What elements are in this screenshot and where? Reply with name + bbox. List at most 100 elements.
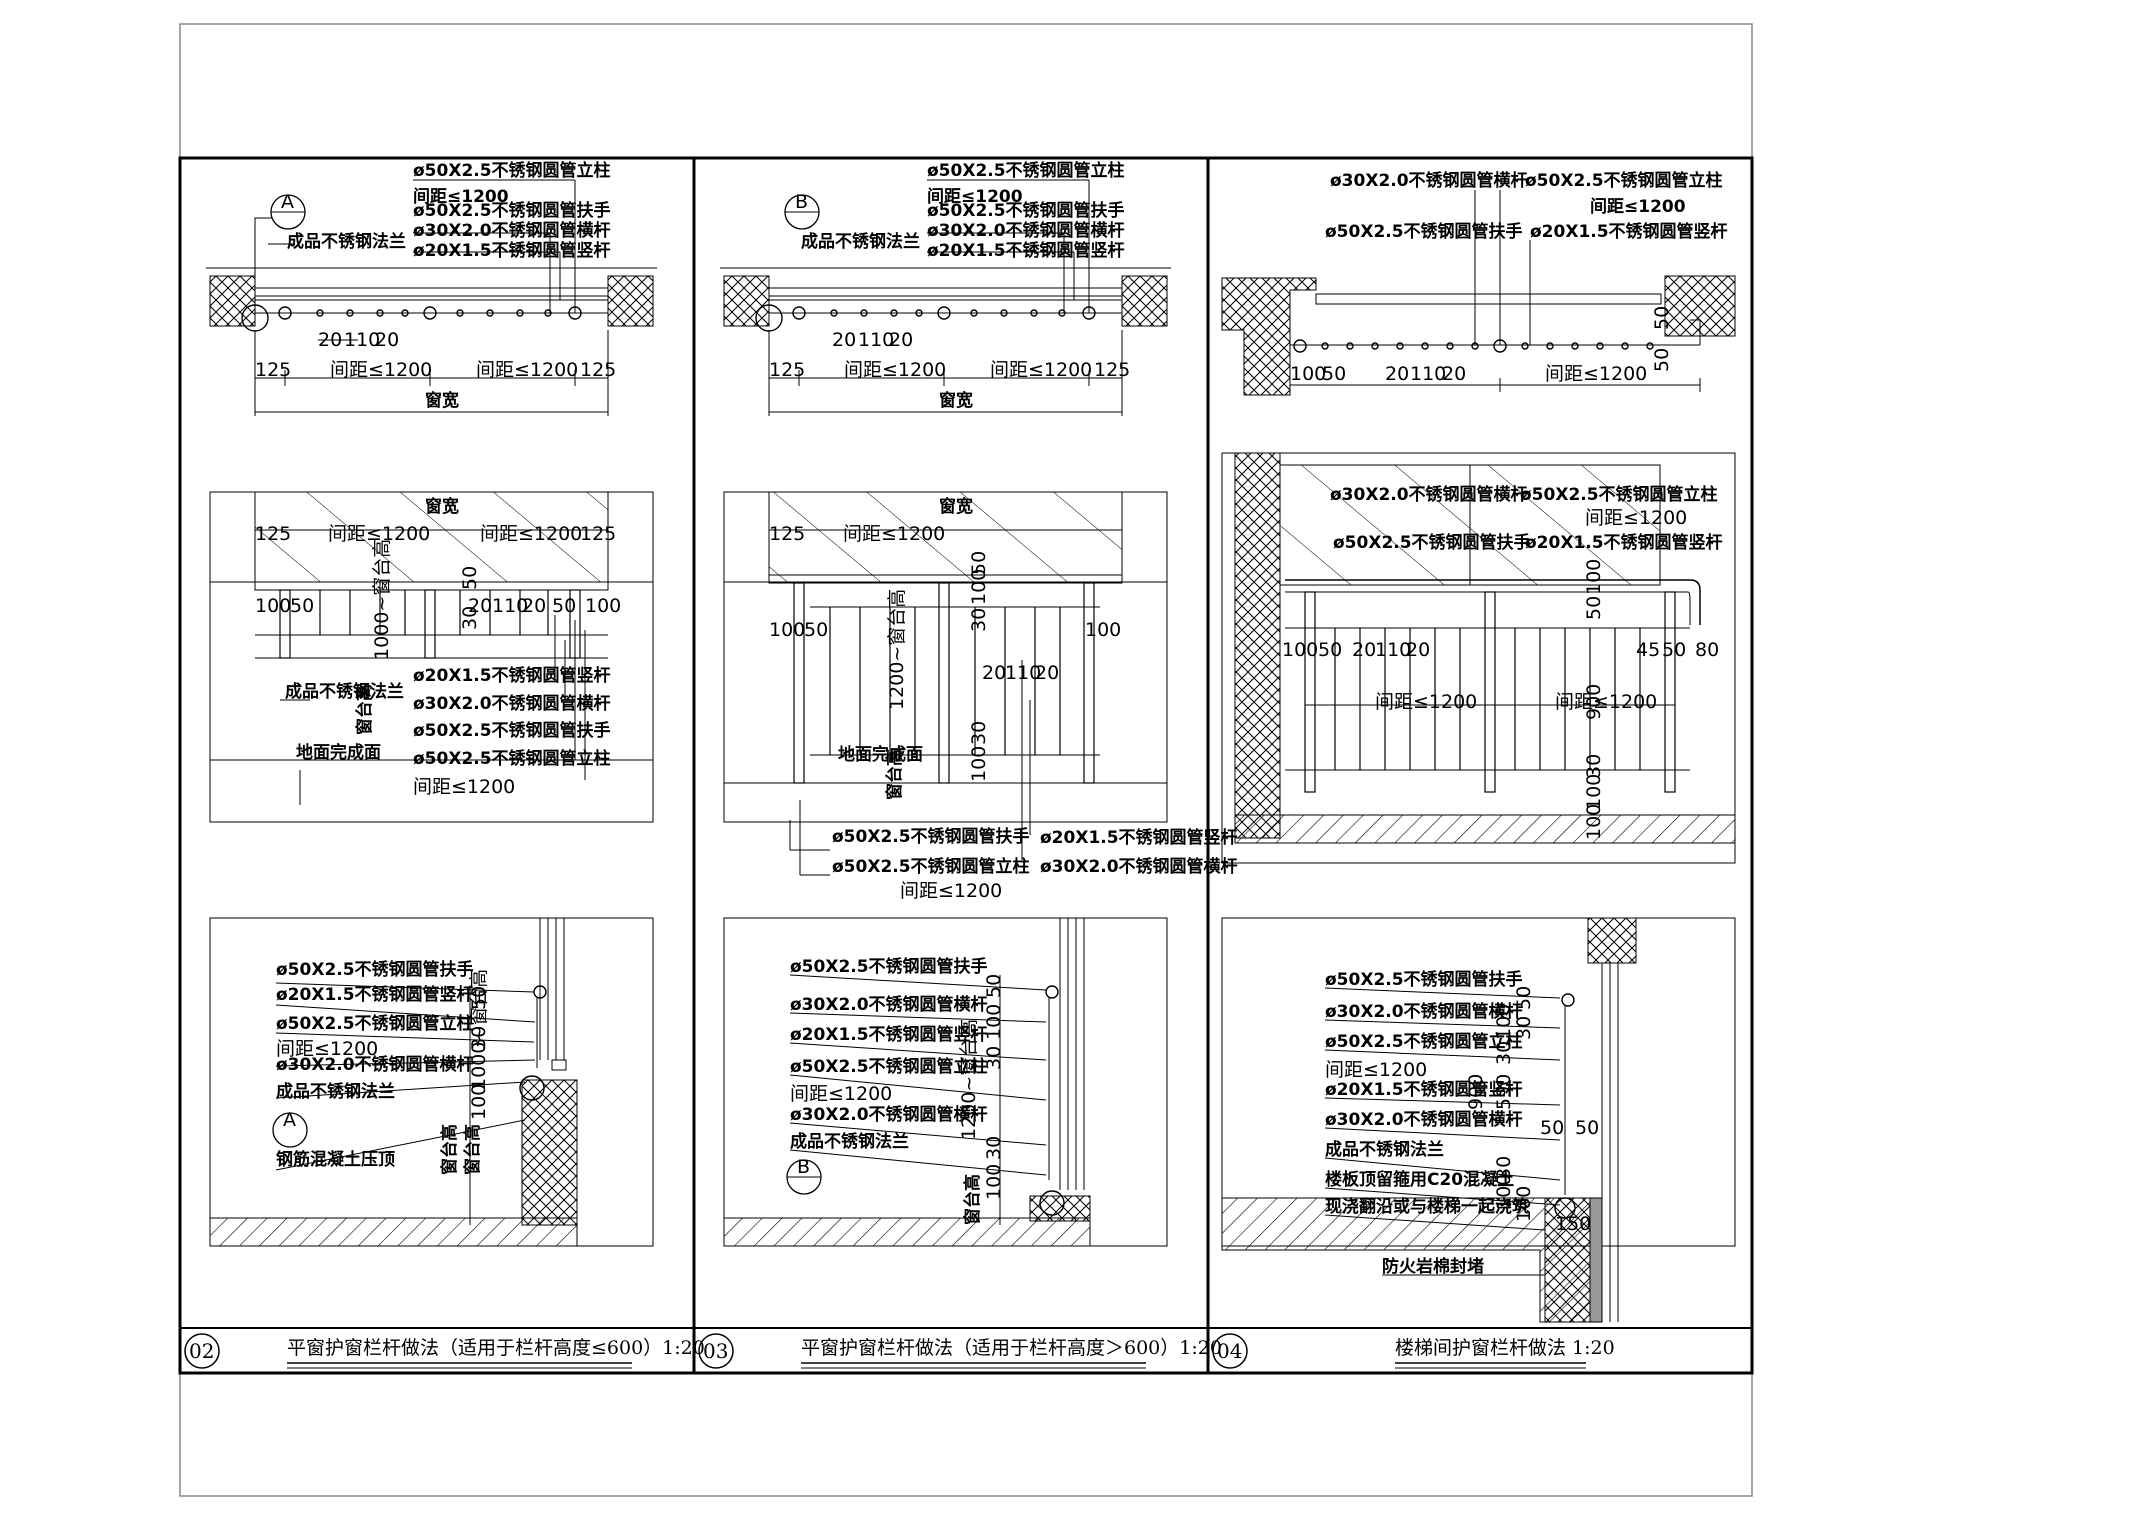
panel-02: A ø50X2.5不锈钢圆管立柱 间距≤1200 ø50X2.5不锈钢圆管扶手 … bbox=[184, 160, 705, 1369]
elev-dim: 110 bbox=[492, 595, 528, 617]
elev-dim: 50 bbox=[1318, 639, 1342, 661]
elev-label: ø20X1.5不锈钢圆管竖杆 bbox=[1525, 532, 1723, 553]
panel-04-plan: ø30X2.0不锈钢圆管横杆 ø50X2.5不锈钢圆管立柱 间距≤1200 ø5… bbox=[1221, 170, 1736, 396]
elev-dim: 110 bbox=[1375, 639, 1411, 661]
elev-label: ø30X2.0不锈钢圆管横杆 bbox=[413, 693, 611, 714]
section-label: ø50X2.5不锈钢圆管扶手 bbox=[790, 956, 988, 977]
plan-dim: 20 bbox=[318, 329, 342, 351]
elev-dim: 30 bbox=[968, 608, 990, 632]
elev-dim: 125 bbox=[580, 523, 616, 545]
plan-dim: 20 bbox=[1442, 363, 1466, 385]
elev-label: ø50X2.5不锈钢圆管立柱 bbox=[832, 856, 1030, 877]
elev-dim: 100 bbox=[1282, 639, 1318, 661]
plan-label: ø50X2.5不锈钢圆管扶手 bbox=[927, 200, 1125, 221]
drawing-frame bbox=[178, 156, 1754, 1375]
panel-04: ø30X2.0不锈钢圆管横杆 ø50X2.5不锈钢圆管立柱 间距≤1200 ø5… bbox=[1212, 170, 1736, 1369]
section-dim: 窗台高 bbox=[462, 1124, 483, 1175]
section-label: ø20X1.5不锈钢圆管竖杆 bbox=[1325, 1079, 1523, 1100]
elev-dim: 20 bbox=[1035, 662, 1059, 684]
plan-dim: 20 bbox=[375, 329, 399, 351]
plan-label: ø50X2.5不锈钢圆管立柱 bbox=[927, 160, 1125, 181]
plan-dim: 窗宽 bbox=[425, 390, 459, 411]
elev-label: ø30X2.0不锈钢圆管横杆 bbox=[1330, 484, 1528, 505]
elev-dim: 100 bbox=[1583, 804, 1605, 840]
section-label: ø50X2.5不锈钢圆管扶手 bbox=[1325, 969, 1523, 990]
section-label: ø30X2.0不锈钢圆管横杆 bbox=[1325, 1001, 1523, 1022]
section-dim: 100 bbox=[983, 1004, 1005, 1040]
plan-dim: 间距≤1200 bbox=[990, 359, 1092, 381]
section-label: ø30X2.0不锈钢圆管横杆 bbox=[790, 1104, 988, 1125]
plan-dim: 110 bbox=[858, 329, 894, 351]
plan-label: ø20X1.5不锈钢圆管竖杆 bbox=[927, 240, 1125, 261]
section-label: 现浇翻沿或与楼梯一起浇筑 bbox=[1325, 1196, 1529, 1217]
section-dim: 30 bbox=[468, 1026, 490, 1050]
plan-label: ø30X2.0不锈钢圆管横杆 bbox=[1330, 170, 1528, 191]
section-marker: A bbox=[283, 1109, 296, 1131]
elev-dim: 100 bbox=[1583, 559, 1605, 595]
elev-label: 地面完成面 bbox=[838, 744, 923, 765]
elev-dim: 窗宽 bbox=[939, 496, 973, 517]
elev-label: ø50X2.5不锈钢圆管扶手 bbox=[1333, 532, 1531, 553]
section-dim: 150 bbox=[1555, 1213, 1591, 1235]
plan-dim: 110 bbox=[344, 329, 380, 351]
section-dim: 100 bbox=[1493, 1174, 1515, 1210]
section-label: 间距≤1200 bbox=[1325, 1059, 1427, 1081]
section-label: ø30X2.0不锈钢圆管横杆 bbox=[790, 994, 988, 1015]
elev-dim: 窗宽 bbox=[425, 496, 459, 517]
plan-dim: 50 bbox=[1651, 348, 1673, 372]
elev-label: 间距≤1200 bbox=[900, 880, 1002, 902]
elev-label: 窗台高 bbox=[884, 749, 905, 800]
section-dim: 窗台高 bbox=[962, 1174, 983, 1225]
panel-03: B ø50X2.5不锈钢圆管立柱 间距≤1200 ø50X2.5不锈钢圆管扶手 … bbox=[698, 160, 1238, 1369]
elev-dim: 50 bbox=[1583, 596, 1605, 620]
section-label: 间距≤1200 bbox=[790, 1083, 892, 1105]
elev-dim: 45 bbox=[1636, 639, 1660, 661]
section-marker: B bbox=[797, 1156, 810, 1178]
plan-label: ø50X2.5不锈钢圆管立柱 bbox=[1525, 170, 1723, 191]
elev-dim: 30 bbox=[968, 721, 990, 745]
section-dim: 900 bbox=[1465, 1074, 1487, 1110]
elev-dim: 100 bbox=[968, 569, 990, 605]
elev-dim: 20 bbox=[1352, 639, 1376, 661]
elev-label: ø30X2.0不锈钢圆管横杆 bbox=[1040, 856, 1238, 877]
elev-dim: 100 bbox=[1085, 619, 1121, 641]
section-dim: 100 bbox=[1513, 1186, 1535, 1222]
plan-dim: 125 bbox=[255, 359, 291, 381]
plan-label: ø50X2.5不锈钢圆管扶手 bbox=[413, 200, 611, 221]
section-label: 楼板顶留箍用C20混凝土 bbox=[1325, 1169, 1514, 1190]
elev-dim: 30 bbox=[459, 606, 481, 630]
plan-dim: 20 bbox=[832, 329, 856, 351]
elev-label: 地面完成面 bbox=[296, 742, 381, 763]
section-label: ø20X1.5不锈钢圆管竖杆 bbox=[276, 984, 474, 1005]
panel-02-elevation: 125 间距≤1200 间距≤1200 125 窗宽 100 50 20 110… bbox=[209, 491, 654, 823]
section-label: ø20X1.5不锈钢圆管竖杆 bbox=[790, 1024, 988, 1045]
plan-dim: 间距≤1200 bbox=[476, 359, 578, 381]
section-dim: 50 bbox=[468, 986, 490, 1010]
plan-label: 间距≤1200 bbox=[1590, 196, 1686, 217]
elev-dim: 1000~窗台高 bbox=[371, 539, 393, 660]
elev-label: 成品不锈钢法兰 bbox=[285, 681, 404, 702]
section-dim: 30 bbox=[1513, 1016, 1535, 1040]
elev-dim: 100 bbox=[968, 746, 990, 782]
section-dim: 1200~窗台高 bbox=[958, 1019, 980, 1140]
elev-dim: 80 bbox=[1695, 639, 1719, 661]
panel-title: 平窗护窗栏杆做法（适用于栏杆高度≤600）1:20 bbox=[287, 1337, 705, 1359]
elev-label: ø50X2.5不锈钢圆管立柱 bbox=[413, 748, 611, 769]
elev-dim: 20 bbox=[522, 595, 546, 617]
elev-dim: 100 bbox=[585, 595, 621, 617]
elev-label: ø50X2.5不锈钢圆管扶手 bbox=[832, 826, 1030, 847]
section-dim: 30 bbox=[1493, 1041, 1515, 1065]
section-dim: 100 bbox=[468, 1084, 490, 1120]
plan-label: ø20X1.5不锈钢圆管竖杆 bbox=[1530, 221, 1728, 242]
plan-marker: A bbox=[281, 191, 294, 213]
section-dim: 30 bbox=[983, 1136, 1005, 1160]
elev-label: ø50X2.5不锈钢圆管扶手 bbox=[413, 720, 611, 741]
section-label: 成品不锈钢法兰 bbox=[276, 1081, 395, 1102]
elev-label: 间距≤1200 bbox=[1585, 507, 1687, 529]
plan-label: 成品不锈钢法兰 bbox=[801, 231, 920, 252]
section-dim: 100 bbox=[1493, 1004, 1515, 1040]
plan-label: ø20X1.5不锈钢圆管竖杆 bbox=[413, 240, 611, 261]
elev-label: ø20X1.5不锈钢圆管竖杆 bbox=[1040, 827, 1238, 848]
elev-dim: 110 bbox=[1005, 662, 1041, 684]
elev-dim: 100 bbox=[255, 595, 291, 617]
